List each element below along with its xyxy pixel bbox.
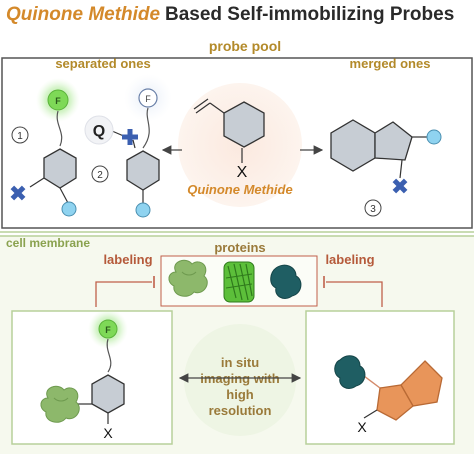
qm-methide-bond-b	[193, 98, 209, 110]
linker-bottom	[106, 338, 112, 373]
qm-methide-bond	[209, 102, 225, 114]
number-2: 2	[97, 170, 103, 181]
number-circle-1	[11, 126, 29, 144]
labeling-arrow-left	[95, 281, 152, 307]
protein-green-icon	[168, 259, 208, 297]
hexagon-1	[43, 148, 77, 189]
protein-teal-icon	[270, 264, 302, 299]
cross-icon	[10, 185, 26, 201]
bond-right-x	[363, 409, 378, 419]
probe-bead-icon	[61, 201, 77, 217]
x-left: X	[103, 425, 113, 441]
protein-green-bound-icon	[40, 385, 80, 423]
fluor-letter-2: F	[145, 94, 151, 104]
quencher-letter: Q	[93, 123, 105, 140]
separated-label: separated ones	[55, 56, 150, 71]
bond-2a	[132, 139, 136, 149]
number-circle-2	[91, 165, 109, 183]
merged-bond-cross	[399, 159, 403, 179]
quencher-icon	[84, 115, 114, 145]
title-highlight: Quinone Methide	[6, 4, 161, 25]
orange-hexagon	[400, 360, 443, 407]
fluor-letter-3: F	[105, 325, 111, 335]
labeling-left: labeling	[103, 252, 152, 267]
number-3: 3	[370, 204, 376, 215]
qm-x: X	[237, 164, 248, 181]
protein-barrel-icon	[223, 261, 255, 303]
fluorophore-bottom-icon	[98, 319, 118, 339]
merged-bead-icon	[426, 129, 442, 145]
labeling-right: labeling	[325, 252, 374, 267]
fluor-letter-1: F	[55, 96, 61, 106]
merged-pentagon	[374, 121, 413, 161]
proteins-label: proteins	[214, 240, 265, 255]
probe-pool-label: probe pool	[209, 38, 281, 54]
merged-cross-icon	[392, 178, 408, 194]
number-circle-3	[364, 199, 382, 217]
bond-1b	[59, 187, 69, 204]
orange-pentagon	[376, 384, 414, 421]
cross-icon-2	[122, 129, 138, 145]
x-right: X	[357, 419, 367, 435]
bond-1a	[29, 177, 45, 188]
number-1: 1	[17, 131, 23, 142]
imaging-line-4: resolution	[209, 403, 272, 418]
qm-label: Quinone Methide	[187, 182, 292, 197]
bond-right-protein	[363, 375, 381, 389]
linker-2	[142, 107, 150, 149]
imaging-line-3: high	[226, 387, 253, 402]
labeling-arrow-right	[326, 281, 383, 307]
linker-1	[56, 110, 63, 147]
hexagon-2	[126, 150, 160, 191]
hexagon-bottom	[91, 374, 125, 414]
merged-label: merged ones	[350, 56, 431, 71]
title-rest: Based Self-immobilizing Probes	[165, 4, 454, 25]
membrane-label: cell membrane	[6, 236, 90, 250]
merged-hexagon	[330, 119, 376, 172]
probe-pool-frame	[1, 57, 473, 229]
fluorophore-icon	[47, 89, 69, 111]
qm-methide-bond-a	[195, 102, 211, 114]
quenched-fluor-icon	[138, 88, 158, 108]
protein-teal-bound-icon	[334, 355, 366, 389]
probe-bead-icon-2	[135, 202, 151, 218]
imaging-line-1: in situ	[221, 355, 259, 370]
